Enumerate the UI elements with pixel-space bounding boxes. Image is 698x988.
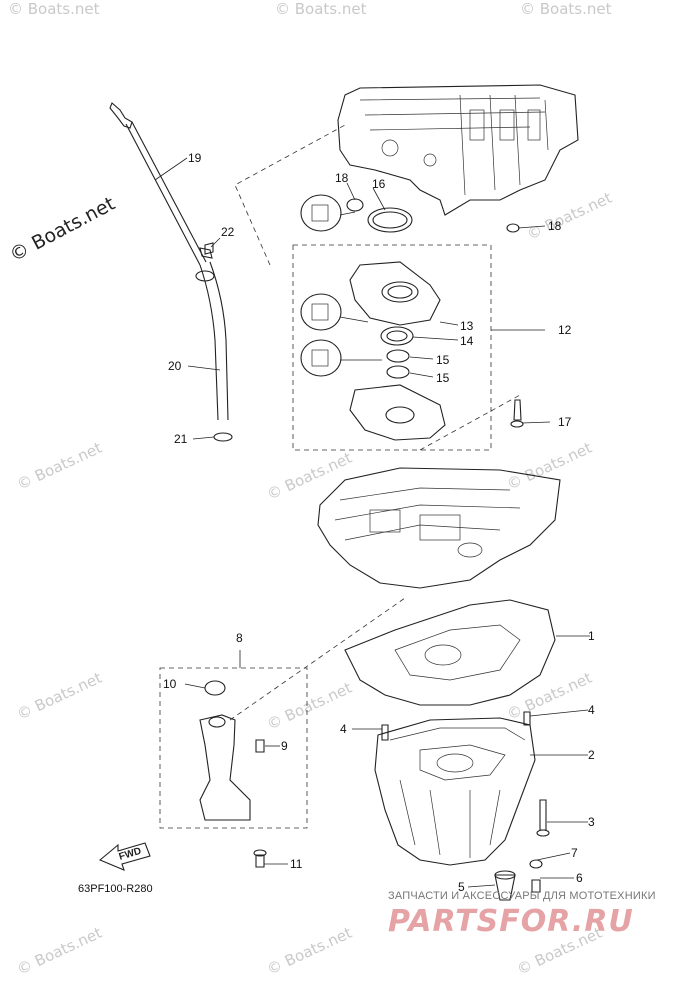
watermark-bottom-center: © Boats.net [264, 924, 355, 979]
callout-11: 11 [290, 857, 303, 871]
callout-8: 8 [236, 631, 243, 645]
diagram-reference: 63PF100-R280 [78, 883, 153, 895]
gasket [344, 599, 556, 706]
callout-9: 9 [281, 739, 288, 753]
oil-strainer-group [199, 680, 267, 868]
callout-19: 19 [188, 151, 202, 165]
brand-tagline: ЗАПЧАСТИ И АКСЕССУАРЫ ДЛЯ МОТОТЕХНИКИ [388, 890, 656, 902]
watermark-mid-right: © Boats.net [504, 439, 595, 494]
callout-15-lower: 15 [436, 371, 450, 385]
callout-22: 22 [221, 225, 235, 239]
callout-7: 7 [571, 846, 578, 860]
callout-14: 14 [460, 334, 474, 348]
watermark-top-right: © Boats.net [520, 0, 612, 18]
callout-2: 2 [588, 748, 595, 762]
callout-10: 10 [163, 677, 177, 691]
upper-casing-plate [317, 467, 561, 589]
watermark-mid-left: © Boats.net [14, 439, 105, 494]
callout-12: 12 [558, 323, 572, 337]
brand-logo: PARTSFOR.RU [388, 904, 634, 939]
watermark-top-mid: © Boats.net [275, 0, 367, 18]
callout-13: 13 [460, 319, 474, 333]
exhaust-guide-group [204, 194, 524, 441]
watermarks: © Boats.net © Boats.net © Boats.net © Bo… [6, 0, 615, 979]
engine-block [337, 84, 579, 216]
callout-18-left: 18 [335, 171, 349, 185]
callout-18-right: 18 [548, 219, 562, 233]
callout-17: 17 [558, 415, 572, 429]
callout-6: 6 [576, 871, 583, 885]
callout-20: 20 [168, 359, 182, 373]
watermark-bottom-left: © Boats.net [14, 924, 105, 979]
watermark-top-left: © Boats.net [8, 0, 100, 18]
watermark-upper-right: © Boats.net [524, 189, 615, 244]
callout-3: 3 [588, 815, 595, 829]
watermark-lower-right: © Boats.net [504, 669, 595, 724]
callout-21: 21 [174, 432, 188, 446]
dipstick-assembly [109, 102, 233, 442]
callout-4-left: 4 [340, 722, 347, 736]
group-12-box [292, 244, 492, 451]
fasteners [381, 711, 550, 901]
callout-15-upper: 15 [436, 353, 450, 367]
callout-4-right: 4 [588, 703, 595, 717]
callout-1: 1 [588, 629, 595, 643]
callout-16: 16 [372, 177, 386, 191]
leader-lines [154, 124, 590, 888]
oil-pan [374, 717, 536, 866]
callout-5: 5 [458, 880, 465, 894]
watermark-large: © Boats.net [6, 193, 119, 267]
watermark-lower-left: © Boats.net [14, 669, 105, 724]
fwd-arrow-icon: FWD [98, 842, 151, 871]
fwd-label: FWD [118, 846, 143, 863]
callouts: 1 2 3 4 4 5 6 7 8 9 10 11 12 13 14 15 15… [163, 151, 595, 894]
group-8-box [159, 667, 308, 829]
watermark-mid-center: © Boats.net [264, 449, 355, 504]
